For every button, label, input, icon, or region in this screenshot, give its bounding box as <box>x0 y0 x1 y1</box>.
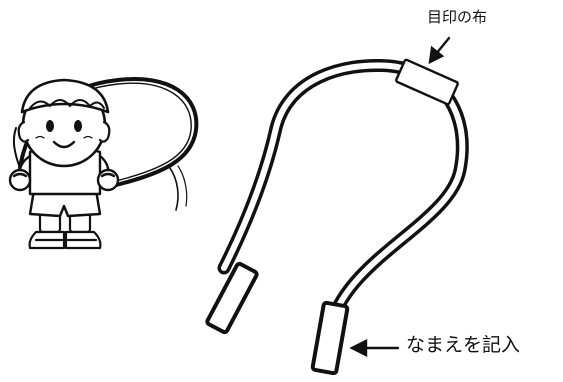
child-arms-icon <box>8 154 120 192</box>
rope-hollow <box>221 62 466 325</box>
jump-rope-icon <box>205 58 469 376</box>
rope-handle-left-icon <box>205 261 259 335</box>
child-head-icon <box>17 78 111 168</box>
write-name-label: なまえを記入 <box>406 334 521 356</box>
marker-cloth-icon <box>395 58 459 106</box>
arrow-down-left-icon <box>428 36 451 65</box>
marker-cloth-label: 目印の布 <box>427 8 488 26</box>
rope-handle-right-icon <box>310 300 350 376</box>
arrow-left-icon <box>349 339 400 357</box>
child-jumping-rope-icon <box>8 77 199 250</box>
rope-outline <box>217 58 469 329</box>
